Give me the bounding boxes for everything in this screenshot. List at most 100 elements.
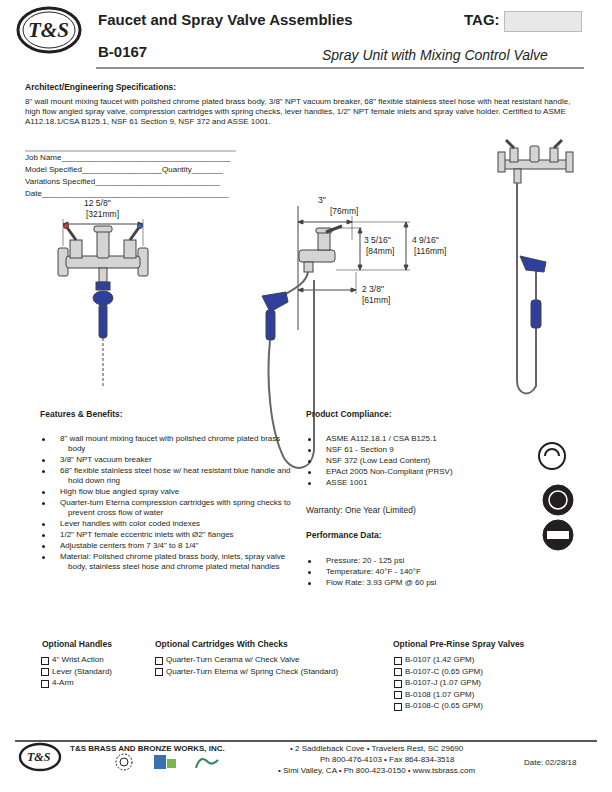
perspective-faucet [498,140,573,393]
perspective-faucet-part [531,300,541,328]
footer-icons-part [154,755,166,769]
form-line: Variations Specified____________________… [25,177,220,187]
logo-text: T&S [27,750,50,765]
bullet-item: Adjustable centers from 7 3/4" to 8 1/4" [60,541,296,551]
date-label: Date: 02/28/18 [524,758,576,768]
bullet-dot [308,438,311,441]
tag-field [504,11,582,32]
company-name: T&S BRASS AND BRONZE WORKS, INC. [70,744,225,754]
job-lines [25,151,236,152]
side-view-faucet-part [304,262,313,272]
option-item: Quarter-Turn Cerama w/ Check Valve [166,655,299,665]
bullet-item: NSF 61 - Section 9 [326,445,546,455]
side-view-faucet-part [360,228,361,270]
front-view-faucet-part [138,224,143,229]
bullet-item: Temperature: 40°F - 140°F [326,567,546,577]
checkbox [155,657,163,665]
certification-badges-part [549,491,567,509]
checkbox [41,680,49,688]
front-view-faucet-part [99,304,107,338]
front-view-faucet-part [63,224,143,225]
side-view-faucet-part [358,228,362,270]
dimension: [116mm] [414,246,446,257]
bullet-dot [42,459,45,462]
logo-text: T&S [28,17,69,43]
front-view-faucet-part [63,222,143,226]
front-view-faucet-part [64,224,69,229]
perspective-faucet-part [566,152,573,172]
perspective-faucet-part [550,148,558,162]
front-view-faucet-part [124,240,136,258]
bullet-item: High flow blue angled spray valve [60,487,296,497]
dimension: 3" [318,195,326,206]
form-line: Date____________________________________… [25,189,229,199]
address-line: • Simi Valley, CA • Ph 800-423-0150 • ww… [278,766,475,776]
checkbox [394,680,402,688]
front-view-faucet-part [94,226,112,232]
bullet-item: EPAct 2005 Non-Compliant (PRSV) [326,467,546,477]
side-view-faucet-part [299,250,335,262]
certification-badges-part [543,485,573,515]
dimension: [84mm] [366,246,394,257]
header-logo [18,8,80,52]
option-item: B-0108 (1.07 GPM) [405,690,474,700]
checkbox [394,703,402,711]
perspective-faucet-part [514,169,521,183]
bullet-dot [42,491,45,494]
bullet-item: Flow Rate: 3.93 GPM @ 60 psi [326,578,546,588]
section-heading: Product Compliance: [306,409,391,420]
bullet-dot [308,471,311,474]
bullet-dot [308,560,311,563]
checkbox [394,668,402,676]
certification-badges [539,443,573,550]
side-view-faucet-part [318,232,330,250]
front-view-faucet-part [97,230,109,258]
side-view-faucet-part [262,292,288,312]
job-lines-part [25,151,236,152]
address-line: Ph 800-476-4103 • Fax 864-834-3518 [320,755,454,765]
dimension: [76mm] [330,206,358,217]
tag-label: TAG: [464,11,500,28]
front-view-faucet-part [63,219,64,246]
dimension: [321mm] [86,209,119,220]
side-view-faucet-part [298,222,352,223]
dimension: 2 3/8" [362,284,384,295]
side-view-faucet-part [298,220,352,224]
front-view-faucet-part [103,338,104,388]
checkbox [394,657,402,665]
option-item: Quarter-Turn Eterna w/ Spring Check (Sta… [166,667,338,677]
footer-icons-part [167,759,176,768]
certification-badges-part [545,449,559,456]
option-item: B-0107 (1.42 GPM) [405,655,474,665]
side-view-faucet-part [356,272,357,294]
side-view-faucet-part [326,226,342,232]
front-view-faucet-part [143,219,144,246]
checkbox [41,668,49,676]
footer-icons [116,754,218,770]
perspective-faucet-part [498,152,505,172]
section-heading: Optional Cartridges With Checks [155,639,288,650]
bullet-dot [42,438,45,441]
bullet-dot [308,582,311,585]
header-logo-part [18,8,80,52]
subtitle: Spray Unit with Mixing Control Valve [322,47,548,65]
checkbox [394,691,402,699]
bullet-item: 1/2" NPT female eccentric inlets with Ø2… [60,530,296,540]
side-view-faucet-part [404,222,408,270]
bullet-dot [308,449,311,452]
front-view-faucet-part [93,291,113,305]
option-item: B-0107-J (1.07 GPM) [405,678,481,688]
side-view-faucet [262,206,410,468]
footer-icons-part [196,759,218,768]
option-item: B-0107-C (0.65 GPM) [405,667,483,677]
front-view-faucet-part [96,282,110,290]
page-title: Faucet and Spray Valve Assemblies [98,11,353,30]
form-line: Job Name________________________________… [25,153,231,163]
bullet-dot [42,556,45,559]
bullet-dot [42,470,45,473]
header-logo-part [23,12,75,48]
perspective-faucet-part [520,256,546,272]
option-item: 4" Wrist Action [52,655,104,665]
bullet-dot [308,571,311,574]
